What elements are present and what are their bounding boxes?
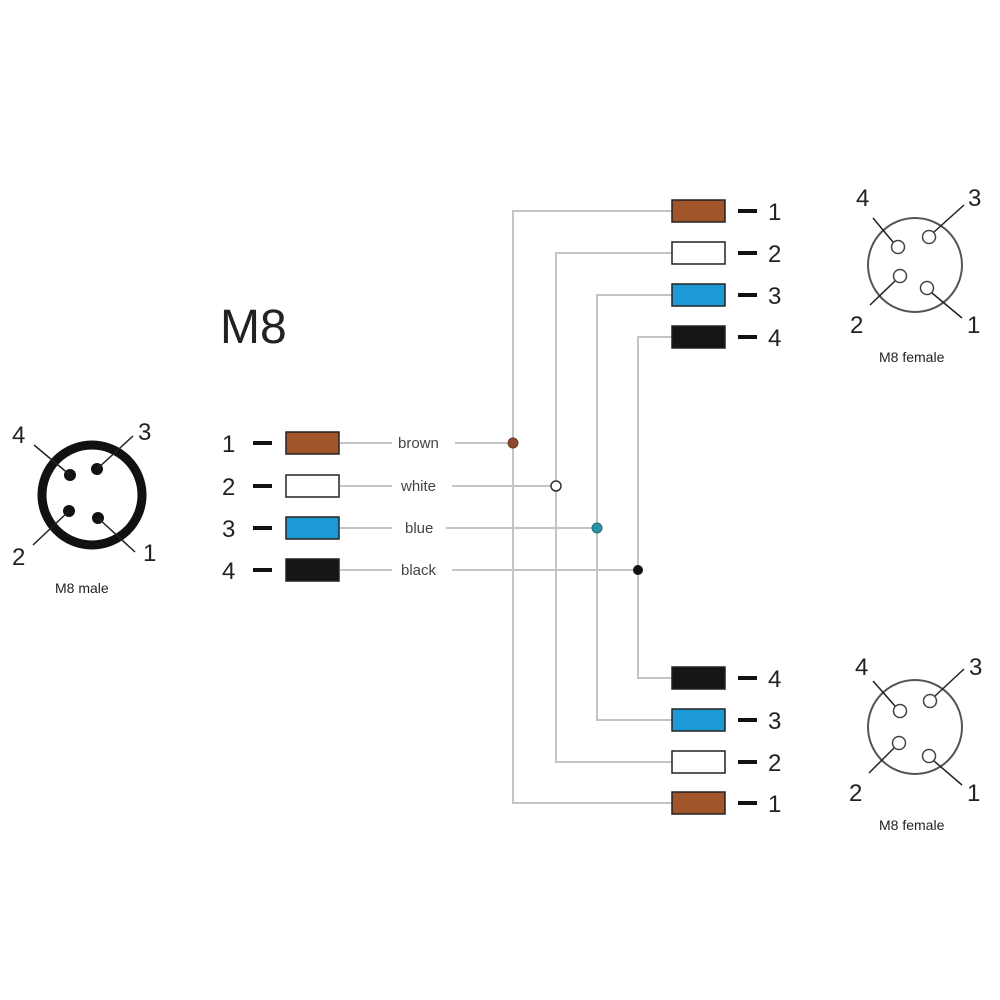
pin-label-1: 1 — [143, 540, 156, 567]
pin-label-4: 4 — [12, 422, 25, 449]
junction-white — [550, 480, 562, 492]
pin-number: 4 — [768, 325, 781, 352]
input-wire-4: 4 black — [222, 558, 437, 585]
wiring-lines — [340, 210, 672, 804]
input-wire-1: 1 brown — [222, 431, 439, 458]
color-swatch-black — [671, 325, 726, 349]
junctions — [507, 437, 643, 575]
pin-label-1: 1 — [967, 312, 980, 339]
output-bottom-wire-2: 2 — [671, 750, 781, 777]
pin-number: 2 — [222, 474, 235, 501]
output-top-wire-1: 1 — [671, 199, 781, 226]
pin-number: 2 — [768, 241, 781, 268]
pin-socket — [922, 693, 938, 709]
pin-label-3: 3 — [968, 185, 981, 212]
output-bottom: 4 3 2 1 — [671, 666, 781, 818]
output-top: 1 2 3 4 — [671, 199, 781, 352]
pin-label-1: 1 — [967, 780, 980, 807]
wire-label-brown: brown — [398, 435, 439, 452]
junction-black — [633, 565, 643, 575]
pin-label-2: 2 — [12, 544, 25, 571]
pin-socket — [919, 280, 935, 296]
connector-body — [867, 679, 963, 775]
pin-socket — [892, 703, 908, 719]
color-swatch-blue — [285, 516, 340, 540]
wire-label-black: black — [401, 562, 437, 579]
pin-number: 1 — [222, 431, 235, 458]
pin-label-4: 4 — [855, 654, 868, 681]
connector-caption: M8 female — [879, 349, 945, 365]
color-swatch-white — [671, 241, 726, 265]
output-top-wire-4: 4 — [671, 325, 781, 352]
pin-number: 3 — [222, 516, 235, 543]
output-top-wire-3: 3 — [671, 283, 781, 310]
input-wire-2: 2 white — [222, 474, 436, 501]
pin-number: 3 — [768, 283, 781, 310]
color-swatch-black — [285, 558, 340, 582]
output-top-wire-2: 2 — [671, 241, 781, 268]
m8-female-connector-top: 4 3 2 1 M8 female — [850, 185, 981, 365]
pin-number: 1 — [768, 791, 781, 818]
color-swatch-blue — [671, 283, 726, 307]
pin-number: 2 — [768, 750, 781, 777]
output-bottom-wire-1: 1 — [671, 791, 781, 818]
pin-number: 4 — [768, 666, 781, 693]
wire-label-blue: blue — [405, 520, 433, 537]
wire-label-white: white — [400, 478, 436, 495]
connector-body — [37, 440, 147, 550]
connector-caption: M8 male — [55, 580, 109, 596]
pin-label-3: 3 — [969, 654, 982, 681]
color-swatch-brown — [671, 199, 726, 223]
junction-brown — [507, 437, 519, 449]
connector-body — [867, 217, 963, 313]
color-swatch-brown — [285, 431, 340, 455]
pin-label-2: 2 — [849, 780, 862, 807]
pin-number: 4 — [222, 558, 235, 585]
pin-label-3: 3 — [138, 419, 151, 446]
pin-socket — [921, 748, 937, 764]
output-bottom-wire-4: 4 — [671, 666, 781, 693]
pin-socket — [921, 229, 937, 245]
pin-number: 3 — [768, 708, 781, 735]
pin-socket — [892, 268, 908, 284]
output-bottom-wire-3: 3 — [671, 708, 781, 735]
color-swatch-blue — [671, 708, 726, 732]
color-swatch-white — [671, 750, 726, 774]
pin-label-2: 2 — [850, 312, 863, 339]
pin-label-4: 4 — [856, 185, 869, 212]
m8-female-connector-bottom: 4 3 2 1 M8 female — [849, 654, 982, 833]
m8-male-connector: 4 3 2 1 M8 male — [12, 419, 156, 596]
pin-socket — [890, 239, 906, 255]
junction-blue — [591, 522, 603, 534]
color-swatch-brown — [671, 791, 726, 815]
color-swatch-black — [671, 666, 726, 690]
pin-socket — [891, 735, 907, 751]
pin-number: 1 — [768, 199, 781, 226]
diagram-title: M8 — [220, 301, 287, 354]
color-swatch-white — [285, 474, 340, 498]
connector-caption: M8 female — [879, 817, 945, 833]
input-wire-3: 3 blue — [222, 516, 433, 543]
